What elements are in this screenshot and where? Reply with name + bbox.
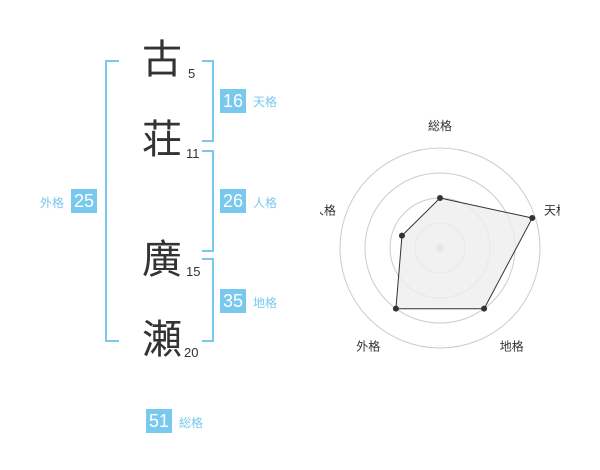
radar-axis-label-4: 外格 — [356, 339, 380, 354]
name-char-1: 古 — [142, 37, 182, 83]
soukaku-label: 総格 — [179, 416, 204, 430]
radar-ring-4 — [339, 147, 541, 349]
gaikaku-bracket — [105, 60, 119, 342]
name-char-4: 瀬 — [142, 317, 182, 363]
radar-axis-label-1: 総格 — [428, 118, 452, 133]
tenkaku-bracket — [202, 60, 214, 142]
radar-axis-label-3: 地格 — [500, 339, 524, 354]
radar-chart: 総格天格地格 外格 人格 — [320, 118, 560, 354]
stroke-count-2: 11 — [186, 146, 200, 161]
radar-point-2 — [529, 215, 536, 222]
radar-series-polygon — [395, 197, 534, 310]
radar-axis-label-5: 人格 — [320, 202, 336, 217]
tenkaku-label: 天格 — [253, 95, 278, 109]
name-char-3: 廣 — [142, 237, 182, 283]
chikaku-label: 地格 — [253, 296, 278, 310]
radar-point-1 — [437, 195, 443, 201]
radar-point-3 — [481, 305, 488, 312]
jinkaku-value-badge: 26 — [220, 189, 247, 213]
chikaku-bracket — [202, 258, 214, 342]
stroke-count-1: 5 — [188, 66, 196, 81]
jinkaku-label: 人格 — [253, 196, 278, 210]
name-char-2: 荘 — [142, 117, 182, 163]
tenkaku-value-badge: 16 — [220, 89, 247, 113]
radar-point-5 — [398, 232, 405, 239]
radar-axis-label-2: 天格 — [544, 202, 560, 217]
gaikaku-value-badge: 25 — [71, 189, 98, 213]
jinkaku-bracket — [202, 150, 214, 252]
radar-point-4 — [392, 305, 399, 312]
chikaku-value-badge: 35 — [220, 289, 247, 313]
soukaku-value-badge: 51 — [146, 409, 173, 433]
gaikaku-label: 外格 — [40, 196, 65, 210]
stroke-count-3: 15 — [186, 264, 201, 279]
stroke-count-4: 20 — [184, 345, 199, 360]
